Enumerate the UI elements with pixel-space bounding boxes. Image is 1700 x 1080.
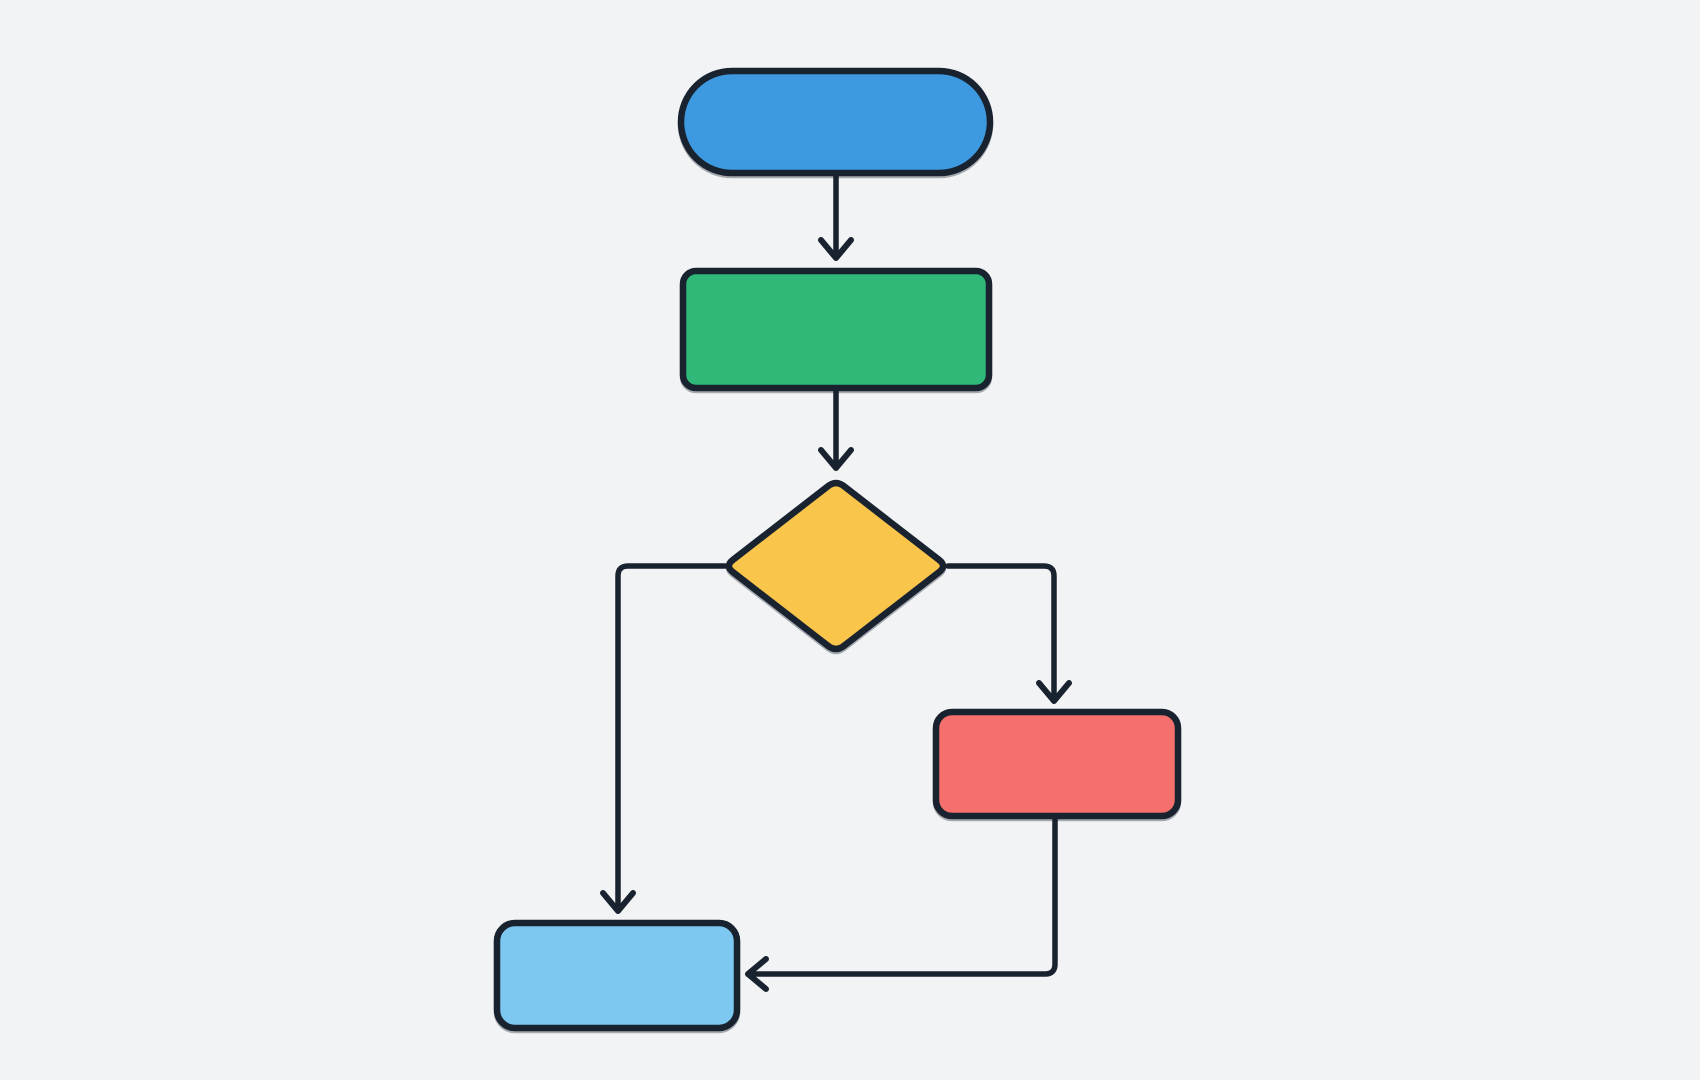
- edge-line-decision-to-action: [945, 563, 1057, 704]
- edge-line-action-to-end: [745, 813, 1058, 977]
- arrowhead-decision-to-end: [600, 890, 636, 914]
- arrowhead-action-to-end: [745, 956, 769, 992]
- edge-process-to-decision: [818, 385, 854, 471]
- arrowhead-decision-to-action: [1036, 680, 1072, 704]
- end-node: [493, 919, 741, 1032]
- decision-node: [725, 479, 947, 653]
- start-node: [677, 67, 994, 177]
- arrowhead-start-to-process: [818, 237, 854, 261]
- process-node: [679, 267, 993, 392]
- edge-decision-to-action: [945, 563, 1072, 704]
- edge-line-decision-to-end: [615, 563, 728, 914]
- edge-action-to-end: [745, 813, 1058, 992]
- edge-decision-to-end: [600, 563, 728, 914]
- edge-start-to-process: [818, 170, 854, 261]
- arrowhead-process-to-decision: [818, 447, 854, 471]
- action-node: [932, 708, 1182, 820]
